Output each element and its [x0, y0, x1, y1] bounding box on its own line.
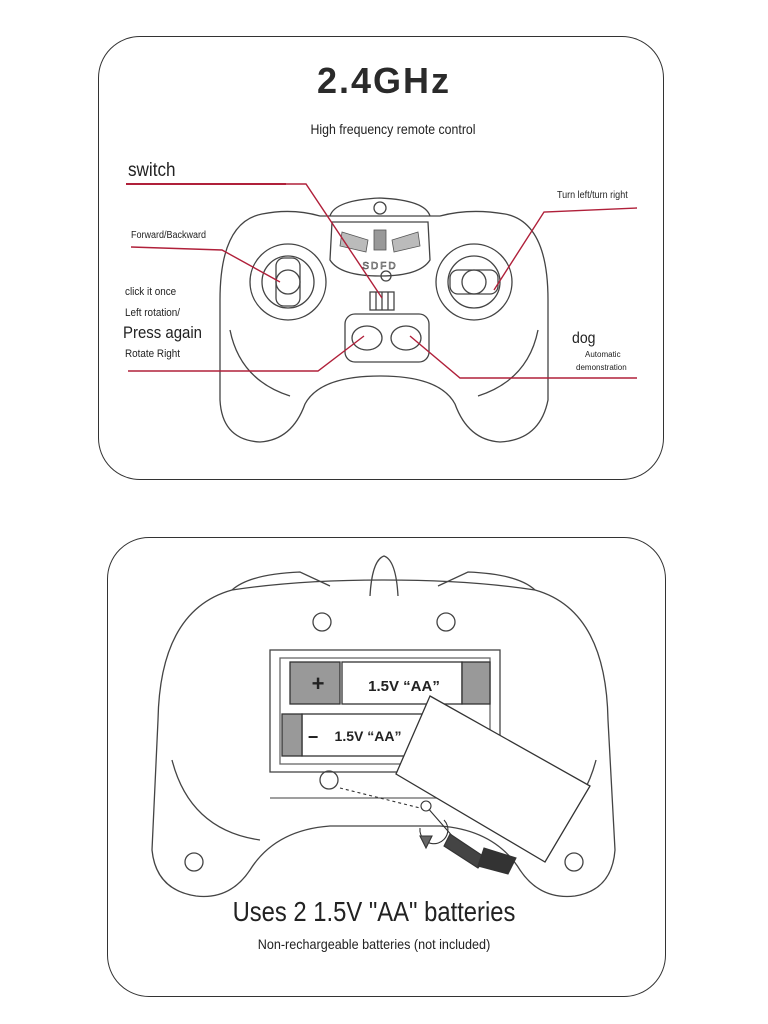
top-panel: [98, 36, 664, 480]
label-demonstration: demonstration: [576, 363, 627, 372]
front-logo-plate: [329, 221, 431, 277]
rotation-leader: [128, 335, 365, 372]
label-forward-backward: Forward/Backward: [131, 230, 207, 241]
label-automatic: Automatic: [585, 350, 621, 359]
battery-top-sign: +: [312, 671, 325, 696]
front-controller-body: [219, 210, 549, 443]
battery-bottom-sign: −: [308, 727, 319, 747]
page-title: 2.4GHz: [316, 60, 452, 101]
battery-subtitle: Non-rechargeable batteries (not included…: [257, 936, 491, 952]
logo-checker: [339, 229, 421, 253]
label-click-once: click it once: [125, 286, 177, 298]
right-joystick-ring: [435, 243, 513, 321]
battery-top: [289, 661, 491, 705]
battery-compartment: [269, 649, 501, 773]
label-left-rotation: Left rotation/: [125, 307, 181, 319]
rotation-button: [351, 325, 383, 351]
battery-bottom: [281, 713, 423, 757]
battery-title: Uses 2 1.5V "AA" batteries: [232, 896, 516, 927]
controller-logo-text: SDFD: [362, 261, 397, 272]
leader-lines: [128, 183, 638, 379]
button-panel: [344, 313, 430, 363]
battery-bottom-label: 1.5V “AA”: [335, 728, 402, 744]
switch-leader: [286, 183, 383, 299]
back-controller-body: [151, 579, 616, 898]
demo-button: [390, 325, 422, 351]
bottom-panel: [107, 537, 666, 997]
label-switch: switch: [128, 160, 176, 181]
label-dog: dog: [572, 330, 596, 347]
front-top-shoulder: [329, 197, 431, 217]
battery-cover: [395, 695, 591, 863]
left-joystick-ring: [249, 243, 327, 321]
forward-leader: [130, 246, 281, 283]
demo-leader: [409, 335, 637, 379]
right-joystick-icon: [449, 269, 499, 295]
label-press-again: Press again: [123, 323, 203, 342]
screwdriver: [339, 787, 517, 875]
switch-underline: [126, 183, 286, 185]
label-rotate-right: Rotate Right: [125, 348, 181, 360]
label-turn: Turn left/turn right: [557, 190, 628, 201]
back-antenna: [369, 555, 399, 597]
page-subtitle: High frequency remote control: [310, 121, 476, 137]
turn-leader: [493, 207, 638, 291]
battery-top-label: 1.5V “AA”: [368, 678, 440, 695]
